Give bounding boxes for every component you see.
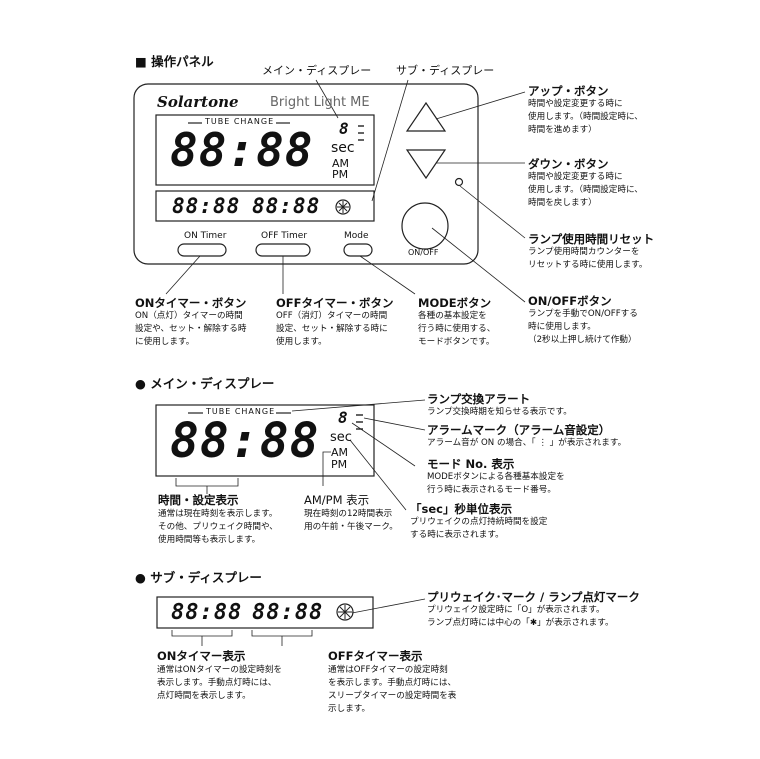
callout-sub-display: サブ・ディスプレー: [396, 64, 495, 77]
callout-on-timer-display-desc: 通常はONタイマーの設定時刻を 表示します。手動点灯時には、 点灯時間を表示しま…: [157, 665, 282, 701]
callout-down-desc: 時間や設定変更する時に 使用します。（時間設定時に、 時間を戻します）: [528, 172, 643, 208]
main-time-digits: 88:88: [170, 123, 314, 177]
callout-lamp-alert-title: ランプ交換アラート: [427, 392, 531, 406]
callout-lamp-alert-desc: ランプ交換時期を知らせる表示です。: [427, 407, 572, 417]
off-timer-label: OFF Timer: [261, 231, 308, 241]
callout-mode-no-desc: MODEボタンによる各種基本設定を 行う時に表示されるモード番号。: [427, 472, 565, 495]
onoff-label: ON/OFF: [408, 248, 439, 257]
reset-hole: [454, 177, 464, 187]
callout-mode-title: MODEボタン: [418, 296, 492, 310]
down-button-shape: [405, 149, 447, 180]
callout-on-timer-display-title: ONタイマー表示: [157, 649, 246, 663]
mode-digit: 8: [339, 119, 350, 138]
main-display-frame: [155, 114, 375, 186]
sub-time-off-digits: 88:88: [252, 194, 321, 218]
mode-label: Mode: [344, 231, 369, 241]
down-button[interactable]: [407, 150, 445, 178]
model-name: Bright Light ME: [270, 95, 370, 110]
large-sub-time-off-digits: 88:88: [252, 600, 324, 625]
callout-ampm-title: AM/PM 表示: [304, 493, 370, 507]
sec-label: sec: [331, 140, 355, 156]
large-sec-label: sec: [330, 430, 352, 445]
callout-off-timer-display-desc: 通常はOFFタイマーの設定時刻 を表示します。手動点灯時には、 スリープタイマー…: [328, 665, 457, 714]
callout-prewake-desc: プリウェイク設定時に「O」が表示されます。 ランプ点灯時には中心の「✱」が表示さ…: [427, 605, 614, 628]
callout-alarm-title: アラームマーク（アラーム音設定）: [427, 423, 611, 437]
sub-time-on-digits: 88:88: [172, 194, 241, 218]
callout-mode-desc: 各種の基本設定を 行う時に使用する、 モードボタンです。: [418, 311, 496, 347]
callout-time-desc: 通常は現在時刻を表示します。 その他、プリウェイク時間や、 使用時間等も表示しま…: [158, 509, 278, 545]
callout-up-desc: 時間や設定変更する時に 使用します。（時間設定時に、 時間を進めます）: [528, 99, 643, 135]
callout-up-title: アップ・ボタン: [528, 84, 609, 98]
brand-logo: Solartone: [157, 93, 239, 111]
callout-alarm-desc: アラーム音が ON の場合、「 ⋮ 」が表示されます。: [427, 438, 627, 448]
callout-main-display: メイン・ディスプレー: [262, 64, 372, 77]
section-title-sub-display: ● サブ・ディスプレー: [135, 570, 262, 585]
callout-time-title: 時間・設定表示: [158, 493, 239, 507]
onoff-button[interactable]: [402, 203, 448, 249]
callout-on-timer-desc: ON（点灯）タイマーの時間 設定や、セット・解除する時 に使用します。: [135, 311, 247, 347]
large-main-time-digits: 88:88: [170, 413, 320, 469]
section-title-panel: ■ 操作パネル: [135, 54, 214, 69]
callout-sec-unit-desc: プリウェイクの点灯持続時間を設定 する時に表示されます。: [410, 517, 548, 540]
main-display-large-frame: [155, 404, 375, 477]
callout-sec-unit-title: 「sec」秒単位表示: [410, 502, 512, 516]
callout-off-timer-display-title: OFFタイマー表示: [328, 649, 423, 663]
callout-reset-title: ランプ使用時間リセット: [528, 232, 655, 246]
am-label: AM: [332, 157, 350, 170]
tube-change-label: TUBE CHANGE: [205, 117, 275, 126]
large-pm-label: PM: [331, 458, 348, 471]
off-timer-button[interactable]: [256, 244, 310, 256]
device-body: [133, 83, 479, 265]
on-timer-label: ON Timer: [184, 231, 227, 241]
large-sub-time-on-digits: 88:88: [171, 600, 243, 625]
up-button-shape: [405, 101, 447, 132]
callout-down-title: ダウン・ボタン: [528, 157, 609, 171]
reset-button[interactable]: [455, 178, 463, 186]
callout-reset-desc: ランプ使用時間カウンターを リセットする時に使用します。: [528, 247, 648, 270]
callout-prewake-title: プリウェイク･マーク / ランプ点灯マーク: [427, 590, 640, 604]
callout-ampm-desc: 現在時刻の12時間表示 用の午前・午後マーク。: [304, 509, 398, 532]
large-am-label: AM: [331, 446, 349, 459]
pm-label: PM: [332, 168, 349, 181]
sub-display-frame: [155, 190, 375, 222]
large-tube-change-label: TUBE CHANGE: [206, 407, 276, 416]
on-timer-button[interactable]: [178, 244, 226, 256]
large-mode-digit: 8: [338, 408, 349, 427]
callout-on-timer-title: ONタイマー・ボタン: [135, 296, 247, 310]
sub-display-large-frame: [156, 596, 374, 629]
callout-off-timer-title: OFFタイマー・ボタン: [276, 296, 394, 310]
callout-mode-no-title: モード No. 表示: [427, 457, 515, 471]
mode-button[interactable]: [344, 244, 372, 256]
callout-onoff-title: ON/OFFボタン: [528, 294, 612, 308]
callout-onoff-desc: ランプを手動でON/OFFする 時に使用します。 （2秒以上押し続けて作動）: [528, 309, 638, 345]
section-title-main-display: ● メイン・ディスプレー: [135, 376, 275, 391]
up-button[interactable]: [407, 103, 445, 131]
callout-off-timer-desc: OFF（消灯）タイマーの時間 設定、セット・解除する時に 使用します。: [276, 311, 388, 347]
onoff-button-shape: [401, 202, 449, 250]
